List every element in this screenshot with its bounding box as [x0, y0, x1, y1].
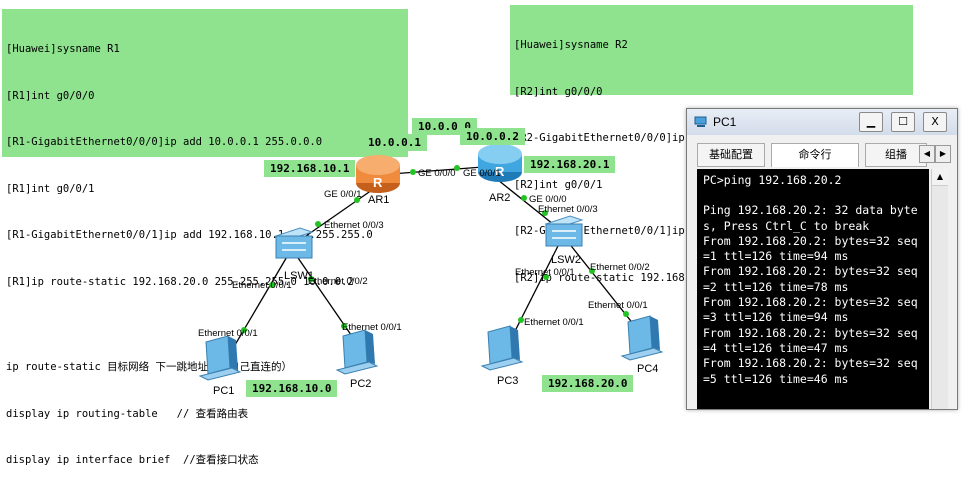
device-label-ar2: AR2	[489, 192, 511, 204]
lan1-network-label: 192.168.10.0	[246, 380, 338, 397]
pc1-window[interactable]: PC1 ▁ ☐ X 基础配置 命令行 组播 ◀ ▶ PC>ping 192.16…	[686, 108, 958, 410]
config-line: [R1-GigabitEthernet0/0/0]ip add 10.0.0.1…	[6, 136, 323, 148]
link-dot	[543, 274, 549, 280]
config-line: [R1]ip route-static 192.168.20.0 255.255…	[6, 275, 354, 288]
link-dot	[410, 169, 416, 175]
device-label-lsw2: LSW2	[551, 254, 581, 266]
console-line: From 192.168.20.2: bytes=32 seq=5 ttl=12…	[703, 356, 918, 386]
port-label: Ethernet 0/0/1	[198, 328, 258, 339]
config-line: [Huawei]sysname R1	[6, 43, 120, 55]
console-line: From 192.168.20.2: bytes=32 seq=1 ttl=12…	[703, 233, 918, 264]
window-titlebar[interactable]: PC1 ▁ ☐ X	[687, 109, 957, 135]
tab-scroll-right-icon[interactable]: ▶	[935, 145, 951, 163]
console-line: Ping 192.168.20.2: 32 data bytes, Press …	[703, 203, 918, 233]
minimize-button[interactable]: ▁	[859, 112, 883, 132]
port-label: GE 0/0/0	[418, 168, 456, 179]
link-dot	[518, 317, 524, 323]
port-label: Ethernet 0/0/3	[324, 220, 384, 231]
console-line: From 192.168.20.2: bytes=32 seq=2 ttl=12…	[703, 264, 918, 294]
link-dot	[354, 197, 360, 203]
pc-icon	[694, 116, 707, 127]
lan2-gateway-label: 192.168.20.1	[524, 156, 616, 173]
link-lsw2-pc4	[567, 241, 643, 336]
tab-command-line[interactable]: 命令行	[771, 143, 859, 167]
window-title: PC1	[713, 115, 737, 129]
config-line: [R1-GigabitEthernet0/0/1]ip add 192.168.…	[6, 229, 373, 241]
link-dot	[454, 165, 460, 171]
port-label: GE 0/0/0	[529, 194, 567, 205]
port-label: Ethernet 0/0/1	[232, 280, 292, 291]
maximize-button[interactable]: ☐	[891, 112, 915, 132]
console-scrollbar[interactable]: ▲	[931, 169, 948, 409]
link-lsw2-pc3	[507, 241, 561, 346]
router-r2-icon: R	[478, 144, 522, 182]
tab-multicast[interactable]: 组播	[865, 143, 927, 167]
switch-lsw1-icon	[274, 227, 314, 259]
r1-ip-label: 10.0.0.1	[362, 134, 427, 151]
svg-text:R: R	[373, 175, 383, 190]
pc1-icon	[198, 335, 242, 381]
port-label: Ethernet 0/0/3	[538, 204, 598, 215]
topology-canvas: R R	[198, 144, 664, 381]
config-line: [R2]int g0/0/0	[514, 85, 603, 98]
config-line: [R1]int g0/0/1	[6, 182, 95, 195]
link-dot	[589, 268, 595, 274]
device-label-lsw1: LSW1	[284, 270, 314, 282]
device-label-ar1: AR1	[368, 194, 390, 206]
config-line: [R2]int g0/0/1	[514, 178, 603, 191]
pc4-icon	[620, 315, 664, 361]
console-line	[703, 188, 923, 203]
link-lsw1-pc2	[295, 254, 359, 346]
console-line: From 192.168.20.2: bytes=32 seq=3 ttl=12…	[703, 295, 918, 325]
port-label: Ethernet 0/0/2	[590, 262, 650, 273]
port-label: GE 0/0/1	[324, 189, 362, 200]
port-label: Ethernet 0/0/1	[342, 322, 402, 333]
pc3-icon	[480, 325, 524, 371]
link-dot	[542, 210, 548, 216]
tab-bar: 基础配置 命令行 组播 ◀ ▶	[693, 143, 951, 167]
device-label-pc4: PC4	[637, 363, 659, 375]
link-dot	[623, 311, 629, 317]
r2-ip-label: 10.0.0.2	[460, 128, 525, 145]
config-line: [R1]int g0/0/0	[6, 89, 95, 102]
tab-basic-config[interactable]: 基础配置	[697, 143, 765, 167]
link-dot	[241, 327, 247, 333]
config-line: [Huawei]sysname R2	[514, 39, 628, 51]
link-dot	[269, 282, 275, 288]
link-lsw1-pc1	[231, 254, 289, 351]
port-label: Ethernet 0/0/2	[308, 276, 368, 287]
config-line: display ip routing-table // 查看路由表	[6, 407, 249, 420]
r1-config-note: [Huawei]sysname R1 [R1]int g0/0/0 [R1-Gi…	[2, 9, 408, 466]
switch-lsw2-icon	[544, 215, 584, 247]
link-dot	[521, 195, 527, 201]
device-label-pc2: PC2	[350, 378, 372, 390]
tab-scroll-left-icon[interactable]: ◀	[919, 145, 935, 163]
pc2-icon	[335, 329, 379, 375]
command-console[interactable]: PC>ping 192.168.20.2 Ping 192.168.20.2: …	[697, 169, 929, 409]
lan1-gateway-label: 192.168.10.1	[264, 160, 356, 177]
lan2-network-label: 192.168.20.0	[542, 375, 634, 392]
port-label: Ethernet 0/0/1	[515, 267, 575, 278]
device-label-pc3: PC3	[497, 375, 519, 387]
port-label: Ethernet 0/0/1	[588, 300, 648, 311]
device-label-pc1: PC1	[213, 385, 235, 397]
scroll-up-icon[interactable]: ▲	[932, 169, 948, 186]
router-r1-icon: R	[356, 155, 400, 193]
link-dot	[308, 276, 314, 282]
close-button[interactable]: X	[923, 112, 947, 132]
console-line: PC>ping 192.168.20.2	[703, 173, 842, 187]
link-dot	[341, 323, 347, 329]
config-line: display ip interface brief //查看接口状态	[6, 454, 259, 466]
port-label: Ethernet 0/0/1	[524, 317, 584, 328]
port-label: GE 0/0/1	[463, 168, 501, 179]
link-dot	[315, 221, 321, 227]
console-line: From 192.168.20.2: bytes=32 seq=4 ttl=12…	[703, 325, 918, 355]
svg-text:R: R	[495, 164, 505, 179]
